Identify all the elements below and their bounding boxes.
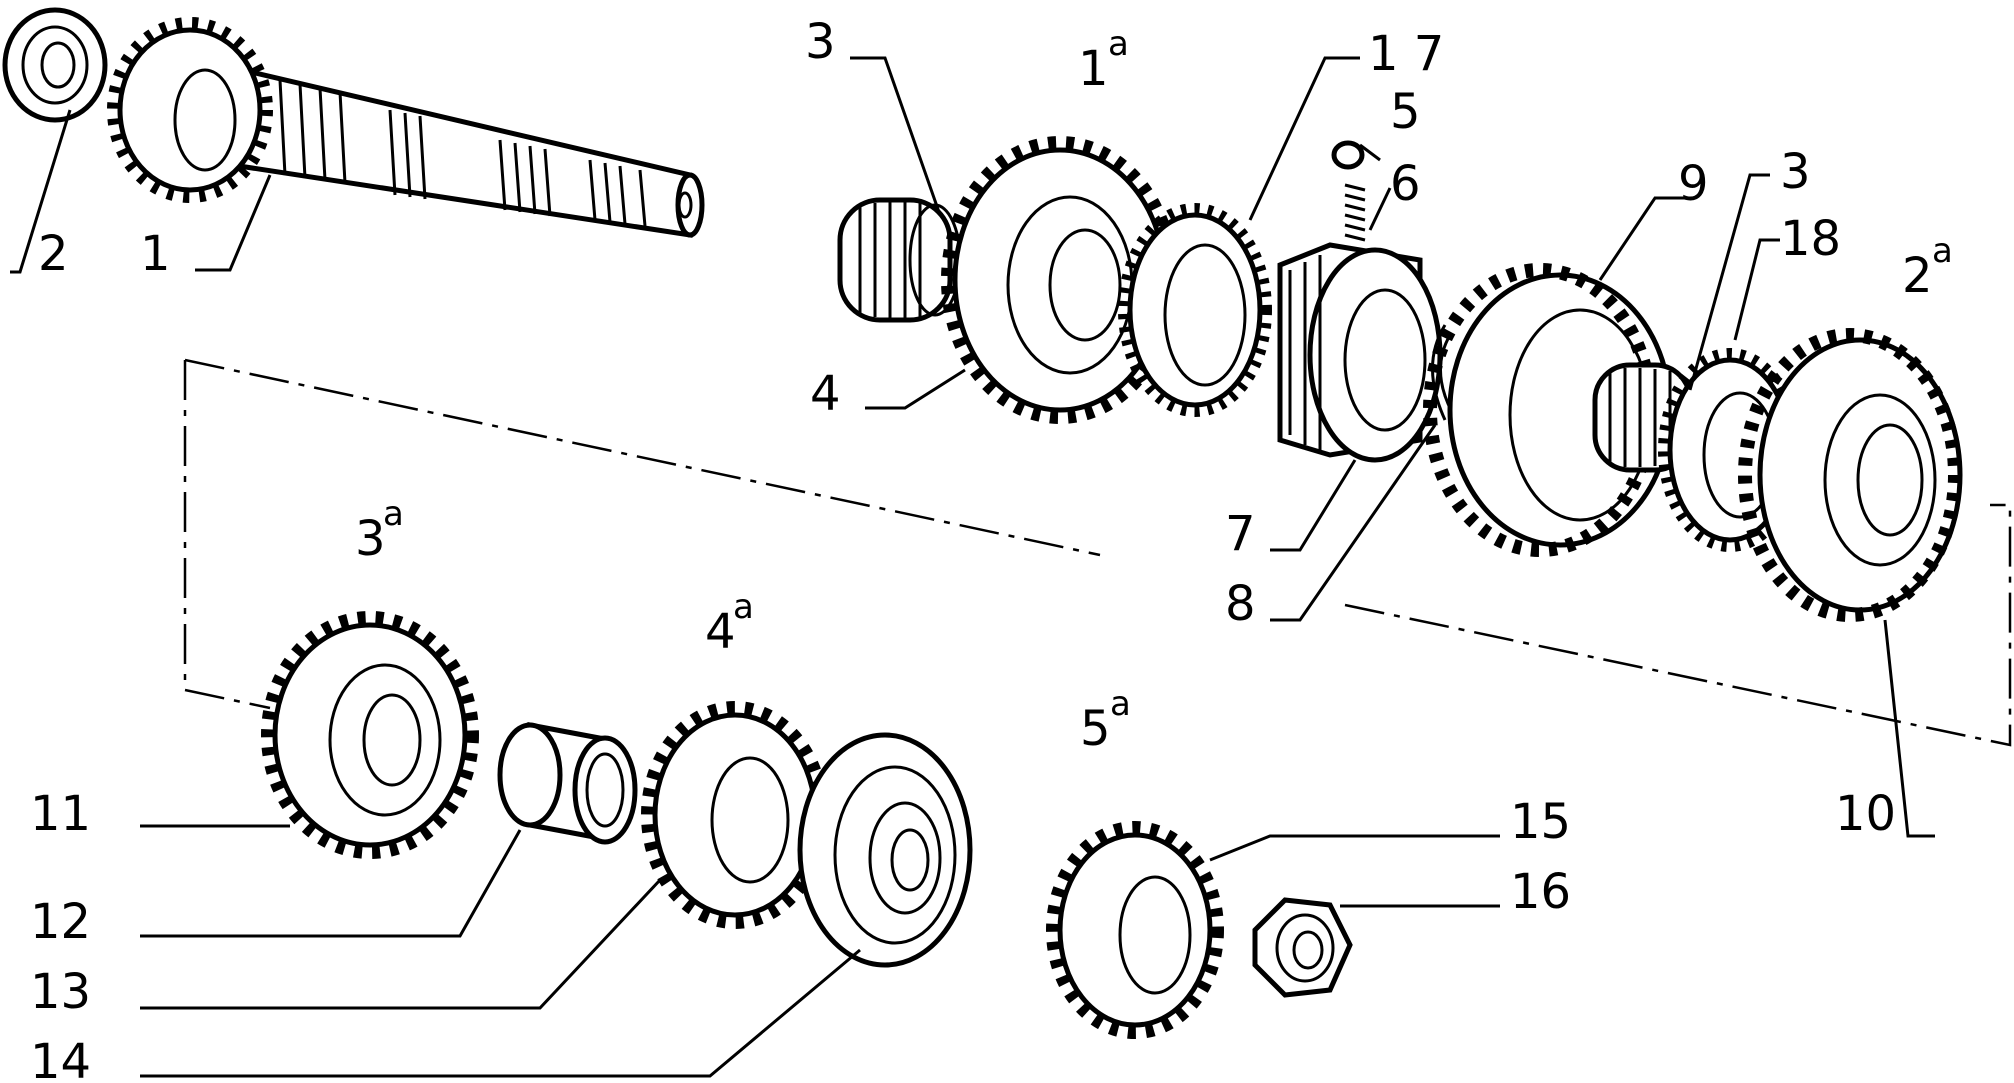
label-part-17: 1 7 — [1368, 26, 1444, 82]
gear-label-1-suffix: a — [1108, 24, 1129, 64]
synchro-ring-first — [1118, 203, 1272, 417]
gear-label-3-suffix: a — [383, 494, 404, 534]
ball-bearing — [2, 7, 108, 123]
gear-label-5: 5 — [1080, 701, 1111, 757]
label-part-11: 11 — [30, 786, 91, 842]
main-shaft — [107, 17, 705, 238]
hex-nut — [1252, 897, 1353, 998]
roller-bearing — [797, 732, 973, 968]
label-part-13: 13 — [30, 964, 91, 1020]
label-part-15: 15 — [1510, 794, 1571, 850]
label-part-18: 18 — [1780, 211, 1841, 267]
gear-ordinal-labels: 1 a 2 a 3 a 4 a 5 a — [355, 24, 1953, 757]
spacer-sleeve — [497, 721, 638, 845]
third-gear — [261, 611, 479, 859]
synchro-hub — [1277, 242, 1443, 463]
gear-label-4-suffix: a — [733, 587, 754, 627]
label-part-12: 12 — [30, 894, 91, 950]
detent-ball-and-spring — [1331, 140, 1366, 242]
label-part-9: 9 — [1678, 156, 1709, 212]
part-labels: 2 1 3 4 1 7 5 6 7 8 9 3 18 10 11 12 13 1… — [30, 14, 1896, 1083]
assembly-axis-lines — [183, 358, 2012, 747]
label-part-7: 7 — [1225, 506, 1256, 562]
label-part-1: 1 — [140, 226, 171, 282]
gear-label-4: 4 — [705, 604, 736, 660]
gear-label-2-suffix: a — [1932, 231, 1953, 271]
gear-label-2: 2 — [1902, 248, 1933, 304]
label-part-2: 2 — [38, 226, 69, 282]
gear-label-3: 3 — [355, 511, 386, 567]
second-gear — [1738, 328, 1963, 622]
label-part-4: 4 — [810, 366, 841, 422]
label-part-3-top: 3 — [805, 14, 836, 70]
label-part-8: 8 — [1225, 576, 1256, 632]
label-part-10: 10 — [1835, 786, 1896, 842]
gear-label-1: 1 — [1078, 41, 1109, 97]
needle-bearing-upper — [837, 197, 962, 323]
label-part-14: 14 — [30, 1034, 91, 1083]
label-part-5: 5 — [1390, 84, 1421, 140]
fifth-gear — [1046, 821, 1224, 1039]
label-part-3-right: 3 — [1780, 144, 1811, 200]
label-part-6: 6 — [1390, 156, 1421, 212]
fourth-gear — [641, 701, 829, 929]
leader-lines — [10, 56, 1935, 1078]
label-part-16: 16 — [1510, 864, 1571, 920]
gear-label-5-suffix: a — [1110, 684, 1131, 724]
